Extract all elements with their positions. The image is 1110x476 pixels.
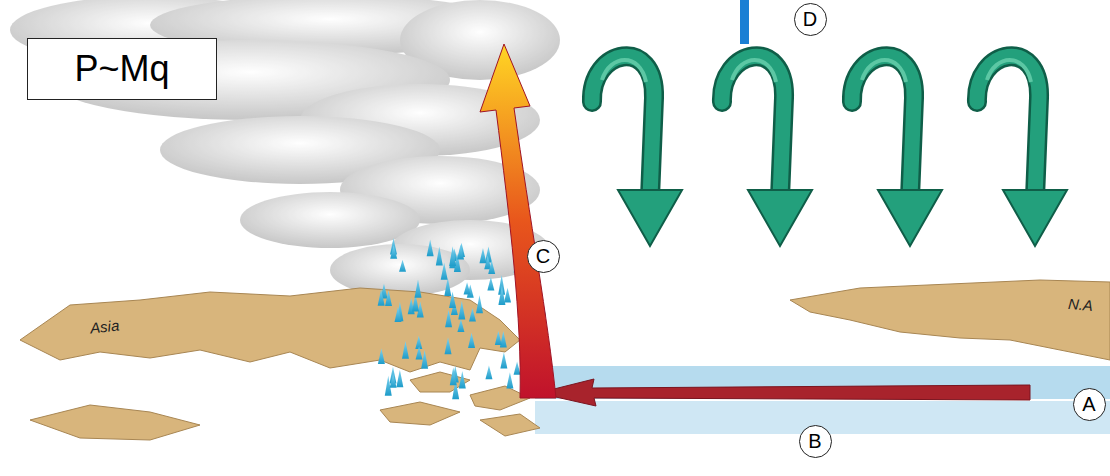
rain-drop — [378, 348, 385, 364]
callout-letter: B — [808, 430, 821, 453]
rain-drop — [399, 260, 406, 272]
formula-text: P~Mq — [74, 48, 169, 90]
sinking-air-arrows — [592, 56, 1067, 246]
callout-circle: D — [794, 3, 827, 36]
rain-drop — [488, 260, 495, 274]
cloud — [10, 0, 560, 296]
rain-drop — [464, 282, 471, 294]
rain-drop — [427, 239, 434, 256]
rain-drop — [485, 365, 492, 379]
rain-drop — [385, 290, 392, 306]
trade-wind-arrow — [538, 379, 1030, 406]
rain-drop — [421, 350, 428, 369]
rain-drop — [402, 341, 409, 359]
rain-drop — [458, 301, 465, 320]
title-bar — [740, 0, 749, 44]
rising-air-arrow — [480, 44, 556, 398]
rain-drop — [479, 248, 486, 263]
rain-drop — [445, 337, 452, 354]
rain-drop — [415, 336, 422, 349]
rain-drop — [504, 288, 511, 303]
rain-drop — [449, 246, 456, 266]
region-label: Asia — [89, 317, 120, 337]
rain-drop — [416, 346, 423, 359]
callout-circle: C — [527, 240, 560, 273]
rain-drop — [390, 374, 397, 388]
rain-drop — [415, 279, 422, 297]
rain-drop — [459, 371, 466, 388]
callout-letter: A — [1082, 393, 1095, 416]
rain-drop — [487, 277, 494, 290]
rain-drop — [476, 295, 483, 313]
rain-drop — [445, 310, 452, 328]
region-label: N.A — [1067, 295, 1093, 314]
rain-drop — [498, 286, 505, 305]
rain-drop — [469, 308, 476, 321]
rain-drop — [449, 292, 456, 308]
land-mass — [20, 280, 1110, 440]
rain-drop — [495, 331, 502, 345]
formula-box: P~Mq — [27, 38, 217, 100]
callout-letter: D — [803, 8, 817, 31]
rain-drop — [506, 372, 513, 388]
rain-drop — [444, 278, 451, 296]
callout-circle: A — [1073, 388, 1106, 421]
rain-drop — [457, 245, 464, 260]
rain-drop — [396, 370, 403, 387]
rain-drop — [500, 352, 507, 368]
rain-drop — [378, 289, 385, 306]
rain-drop — [436, 247, 443, 266]
ocean-band — [535, 366, 1110, 434]
rain-drop — [468, 333, 475, 348]
rain-drop — [450, 367, 457, 385]
rain-drop — [457, 319, 464, 332]
rain-drop — [394, 307, 401, 322]
rain-drop — [441, 263, 448, 280]
callout-letter: C — [536, 245, 550, 268]
callout-circle: B — [799, 425, 832, 458]
rain-drop — [390, 245, 397, 258]
